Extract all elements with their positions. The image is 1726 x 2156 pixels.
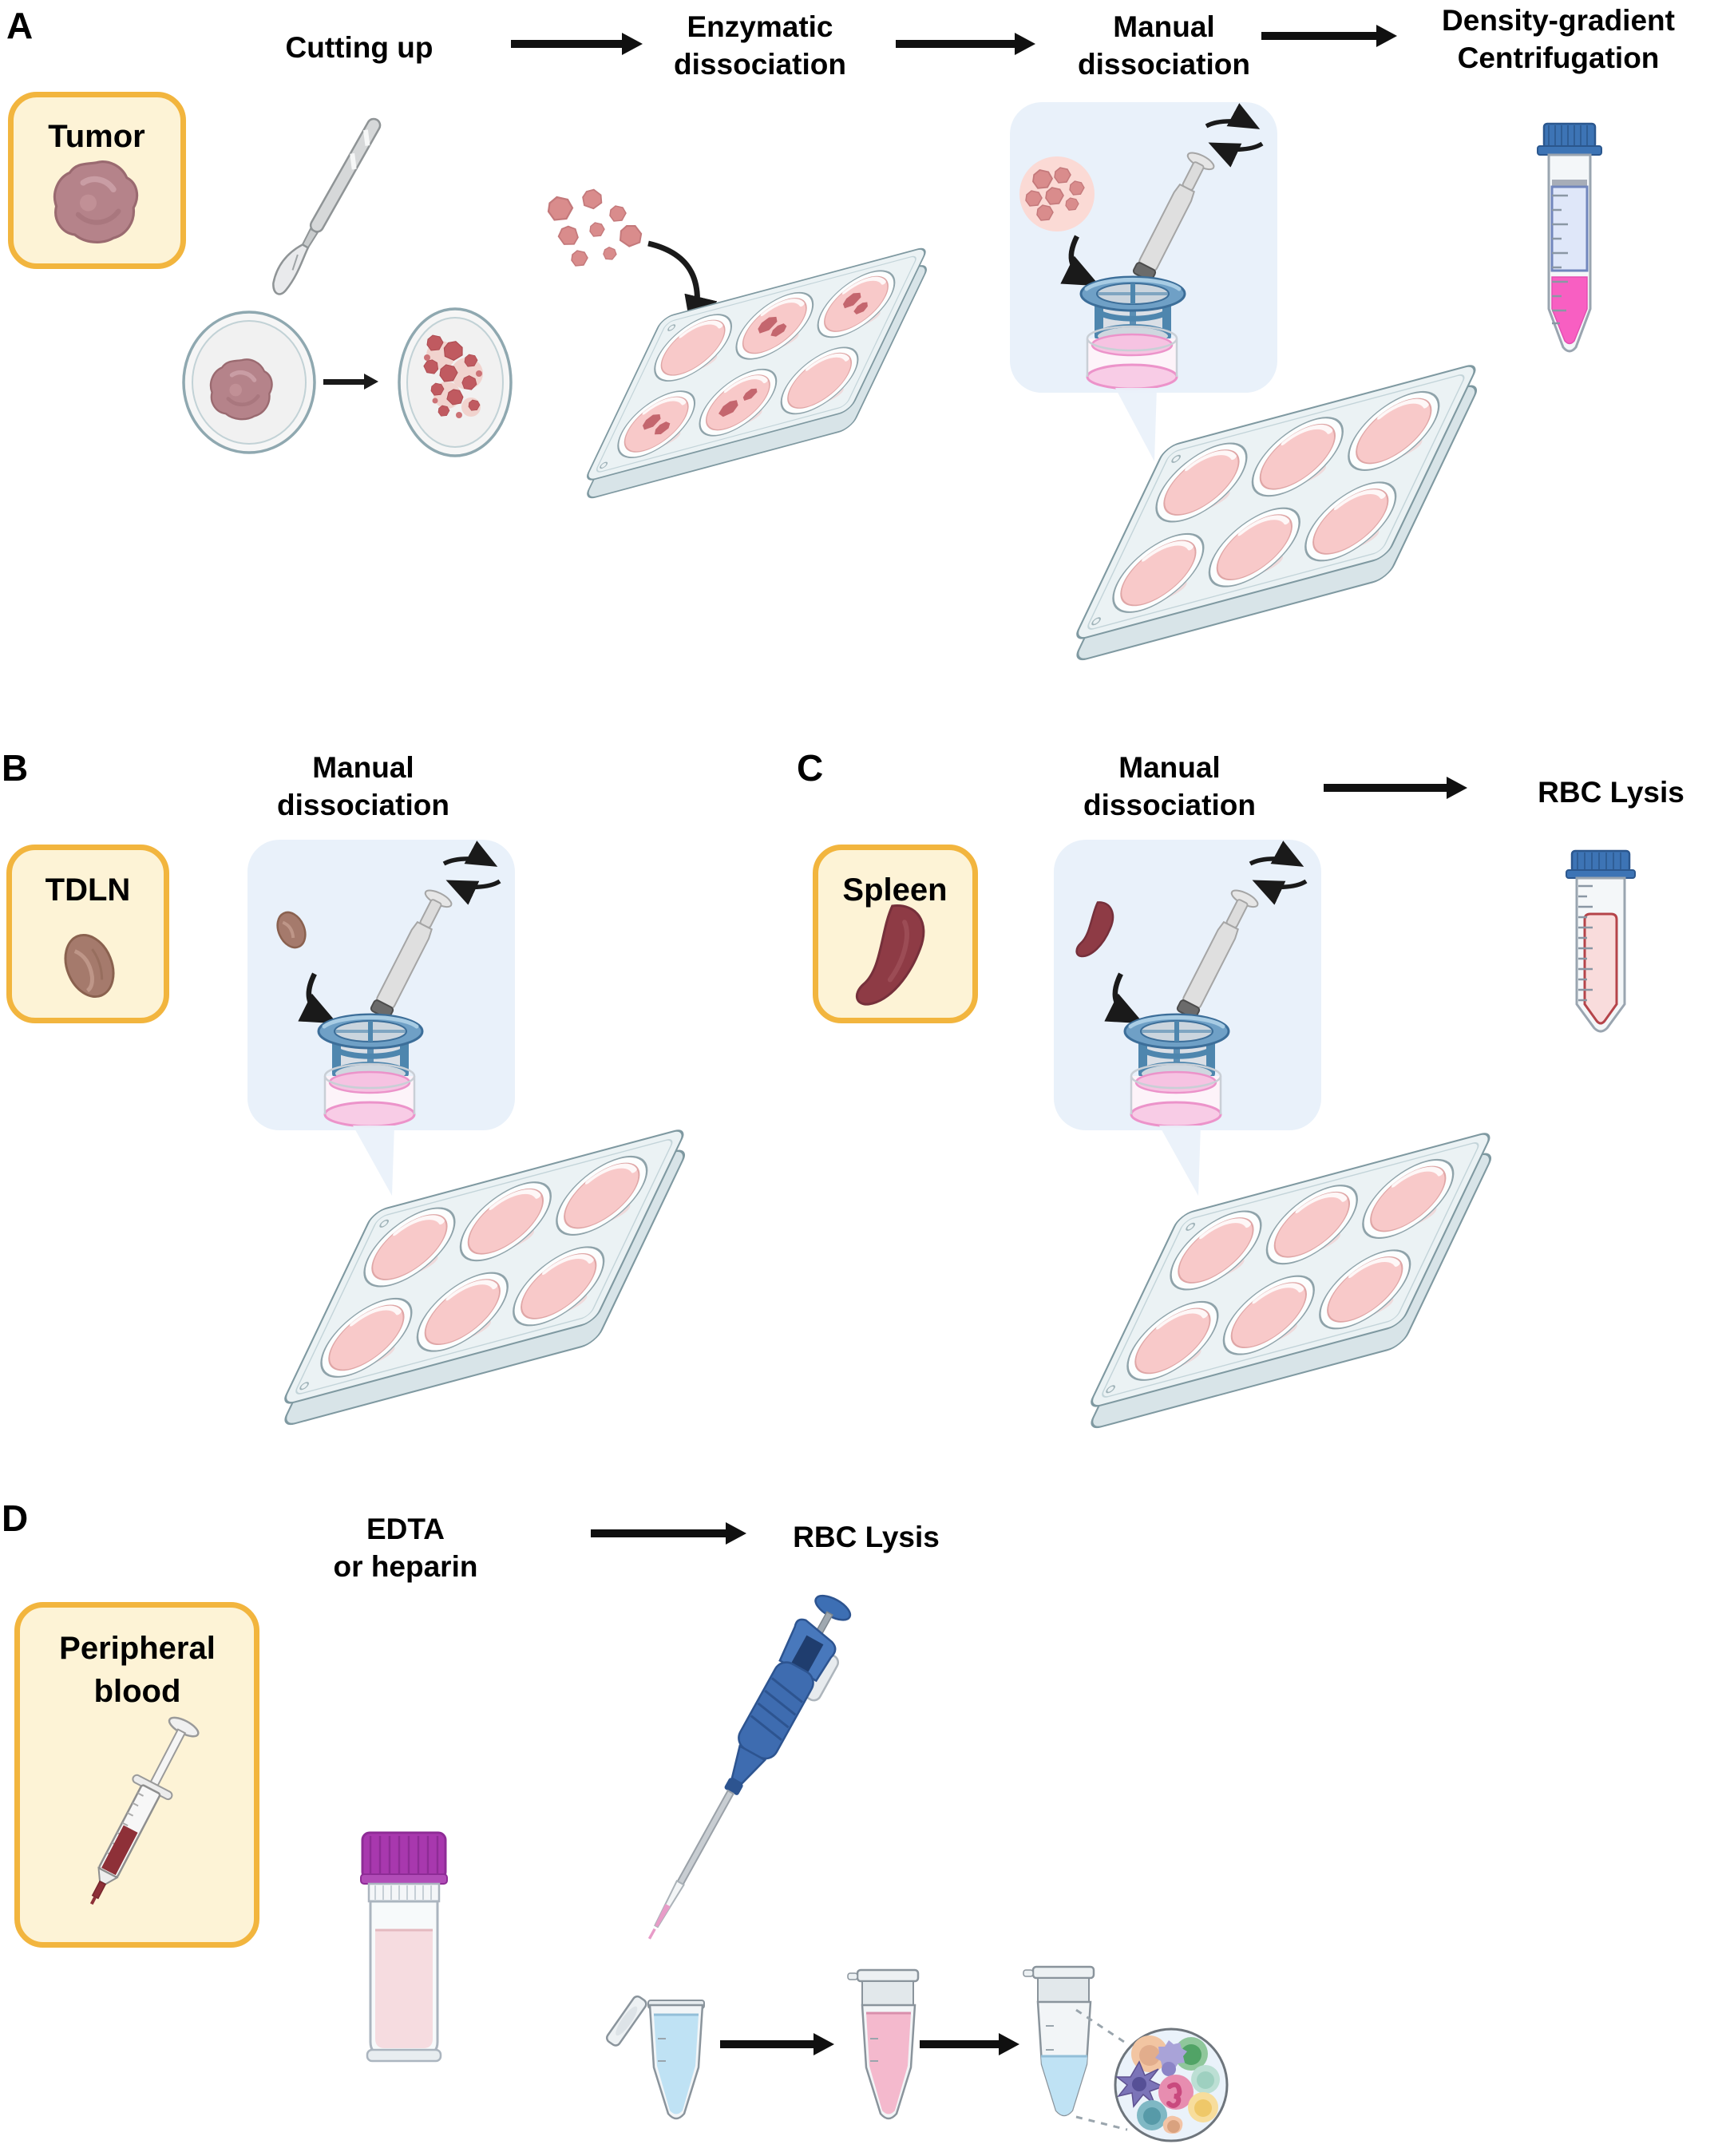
- dissociation-panel-b: [247, 840, 515, 1130]
- step-label-enzymatic-dissociation: Enzymatic dissociation: [674, 8, 846, 83]
- step-label-line: dissociation: [1083, 789, 1256, 821]
- step-label-line: Density-gradient: [1442, 4, 1675, 37]
- density-gradient-tube-icon: [1537, 122, 1602, 353]
- box-label-line: blood: [93, 1674, 181, 1709]
- petri-dish-minced-icon: [398, 307, 513, 457]
- step-label-line: dissociation: [674, 48, 846, 81]
- step-label-density-gradient: Density-gradient Centrifugation: [1442, 2, 1675, 77]
- panel-d-label: D: [2, 1497, 29, 1539]
- callout-wedge: [1159, 1125, 1201, 1196]
- rbc-lysis-tube-icon: [1566, 849, 1636, 1033]
- step-label-line: Centrifugation: [1457, 42, 1660, 74]
- step-label-manual-dissociation-a: Manual dissociation: [1078, 8, 1250, 83]
- lymph-node-piece-icon: [276, 911, 307, 949]
- arrow-manual-to-rbc-lysis-c: [1324, 777, 1467, 799]
- peripheral-blood-box-label: Peripheral blood: [59, 1627, 216, 1713]
- step-label-manual-dissociation-b: Manual dissociation: [277, 749, 449, 824]
- step-label-line: Manual: [312, 751, 414, 784]
- scalpel-icon: [272, 117, 382, 295]
- tumor-icon: [54, 162, 137, 243]
- tumor-icon: [211, 359, 272, 419]
- lymph-node-icon: [64, 933, 115, 999]
- step-label-rbc-lysis-c: RBC Lysis: [1538, 776, 1684, 809]
- six-well-plate-icon: [574, 243, 940, 503]
- dissociation-panel-c: [1054, 840, 1321, 1130]
- step-label-line: or heparin: [333, 1550, 478, 1583]
- callout-wedge: [1115, 388, 1157, 461]
- petri-dish-whole-icon: [182, 311, 316, 454]
- arrow-cutting-to-enzymatic: [511, 33, 643, 55]
- arrow-tube2-to-tube3: [920, 2033, 1019, 2055]
- step-label-line: dissociation: [1078, 48, 1250, 81]
- six-well-plate-icon: [1076, 1128, 1506, 1434]
- step-label-line: Manual: [1118, 751, 1221, 784]
- step-label-line: dissociation: [277, 789, 449, 821]
- arrow-dish-to-dish: [323, 374, 378, 390]
- arrow-edta-to-rbc-lysis: [591, 1522, 746, 1545]
- arrow-enzymatic-to-manual: [896, 33, 1035, 55]
- microtube-pink-icon: [847, 1968, 920, 2120]
- panel-a-label: A: [6, 5, 34, 46]
- step-label-line: Enzymatic: [687, 10, 833, 43]
- cell-mixture-magnified-icon: [1114, 2027, 1229, 2142]
- spleen-box-label: Spleen: [842, 872, 948, 908]
- box-label-line: Peripheral: [59, 1631, 216, 1666]
- tissue-fragments-icon: [547, 186, 647, 267]
- blood-syringe-icon: [89, 1716, 200, 1905]
- tdln-box-label: TDLN: [45, 872, 131, 908]
- step-label-rbc-lysis-d: RBC Lysis: [793, 1521, 940, 1553]
- six-well-plate-icon: [270, 1125, 700, 1430]
- step-label-line: Manual: [1113, 10, 1215, 43]
- panel-b-label: B: [2, 747, 29, 789]
- tissue-fragments-icon: [1019, 156, 1095, 231]
- arrow-manual-to-density: [1261, 25, 1397, 47]
- step-label-manual-dissociation-c: Manual dissociation: [1083, 749, 1256, 824]
- micropipette-icon: [647, 1594, 852, 1940]
- arrow-tube1-to-tube2: [720, 2033, 834, 2055]
- step-label-edta-heparin: EDTA or heparin: [334, 1510, 478, 1585]
- magnify-dashes: [1075, 2008, 1130, 2131]
- microtube-blue-icon: [1023, 1965, 1095, 2117]
- panel-c-label: C: [797, 747, 824, 789]
- step-label-cutting-up: Cutting up: [285, 31, 433, 64]
- microtube-open-icon: [605, 1995, 705, 2120]
- callout-wedge: [353, 1125, 394, 1196]
- blood-collection-tube-icon: [360, 1831, 448, 2063]
- tumor-box-label: Tumor: [48, 119, 145, 154]
- step-label-line: EDTA: [366, 1513, 445, 1545]
- spleen-icon: [855, 904, 925, 1006]
- spleen-piece-icon: [1075, 901, 1114, 958]
